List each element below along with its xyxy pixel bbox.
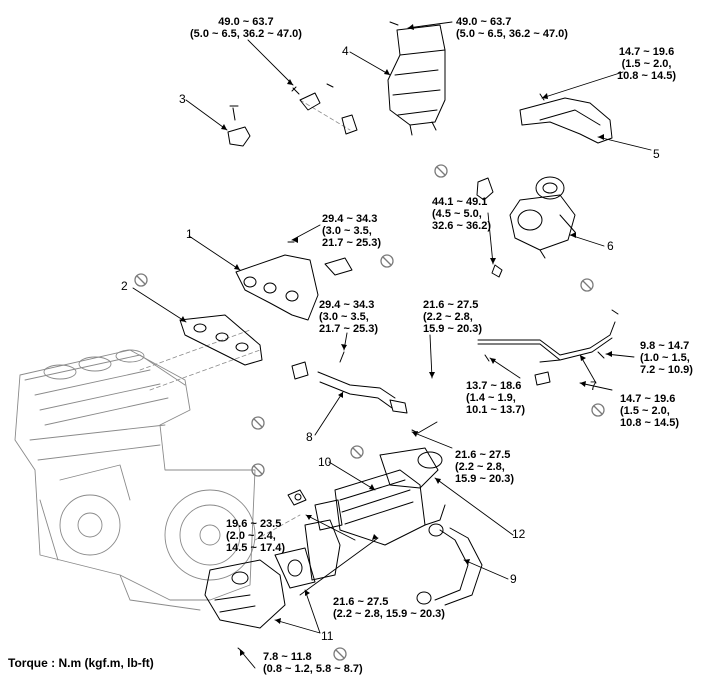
no-reuse-icon [434, 164, 448, 178]
torque-units-note: Torque : N.m (kgf.m, lb-ft) [8, 656, 154, 670]
part-7-oil-pipe [477, 309, 619, 386]
part-3-bracket [227, 105, 251, 147]
part-4-catalytic-converter [387, 21, 446, 136]
no-reuse-icon [591, 403, 605, 417]
callout-4: 4 [342, 44, 349, 58]
callout-5: 5 [653, 147, 660, 161]
callout-7: 7 [590, 379, 597, 393]
cat-brackets [291, 83, 358, 135]
torque-spec-valve-bottom: 7.8 ~ 11.8 (0.8 ~ 1.2, 5.8 ~ 8.7) [263, 651, 363, 675]
torque-spec-cooler-bottom: 21.6 ~ 27.5 (2.2 ~ 2.8, 15.9 ~ 20.3) [333, 596, 445, 620]
callout-6: 6 [607, 239, 614, 253]
part-1-manifold-cover [235, 241, 353, 321]
no-reuse-icon [251, 463, 265, 477]
callout-10: 10 [318, 455, 332, 469]
torque-spec-oil-pipe-lower: 14.7 ~ 19.6 (1.5 ~ 2.0, 10.8 ~ 14.5) [620, 393, 680, 429]
torque-spec-cat-left: 49.0 ~ 63.7 (5.0 ~ 6.5, 36.2 ~ 47.0) [190, 16, 302, 40]
no-reuse-icon [580, 278, 594, 292]
callout-2: 2 [121, 279, 128, 293]
part-12-actuator [379, 429, 443, 489]
part-5-heat-shield [519, 93, 613, 144]
torque-spec-oil-pipe-right: 9.8 ~ 14.7 (1.0 ~ 1.5, 7.2 ~ 10.9) [640, 340, 693, 376]
torque-spec-cat-right: 49.0 ~ 63.7 (5.0 ~ 6.5, 36.2 ~ 47.0) [456, 16, 568, 40]
part-8-egr-pipe [291, 351, 408, 414]
torque-spec-egr-pipe-bolt: 29.4 ~ 34.3 (3.0 ~ 3.5, 21.7 ~ 25.3) [319, 299, 379, 335]
no-reuse-symbols [134, 164, 605, 661]
torque-spec-turbo: 44.1 ~ 49.1 (4.5 ~ 5.0, 32.6 ~ 36.2) [432, 196, 492, 232]
part-9-hose [416, 523, 483, 606]
engine-block [14, 349, 256, 611]
torque-spec-cooler-top: 21.6 ~ 27.5 (2.2 ~ 2.8, 15.9 ~ 20.3) [455, 449, 515, 485]
no-reuse-icon [251, 416, 265, 430]
guide-lines [139, 99, 351, 541]
torque-spec-oil-pipe-left: 13.7 ~ 18.6 (1.4 ~ 1.9, 10.1 ~ 13.7) [466, 380, 526, 416]
torque-spec-egr-valve: 19.6 ~ 23.5 (2.0 ~ 2.4, 14.5 ~ 17.4) [226, 518, 286, 554]
leader-lines [132, 21, 652, 669]
no-reuse-icon [380, 254, 394, 268]
torque-spec-pipe-flange: 21.6 ~ 27.5 (2.2 ~ 2.8, 15.9 ~ 20.3) [423, 299, 483, 335]
callout-9: 9 [510, 572, 517, 586]
no-reuse-icon [333, 647, 347, 661]
no-reuse-icon [350, 445, 364, 459]
part-6-turbocharger [476, 176, 576, 278]
callout-3: 3 [179, 92, 186, 106]
callout-8: 8 [306, 430, 313, 444]
callout-11: 11 [321, 629, 334, 643]
part-2-gasket [179, 314, 263, 366]
callout-12: 12 [512, 527, 526, 541]
torque-spec-manifold: 29.4 ~ 34.3 (3.0 ~ 3.5, 21.7 ~ 25.3) [322, 213, 382, 249]
arrowheads [180, 24, 612, 656]
torque-spec-heat-shield: 14.7 ~ 19.6 (1.5 ~ 2.0, 10.8 ~ 14.5) [617, 46, 677, 82]
part-10-egr-cooler [314, 469, 446, 546]
callout-1: 1 [186, 227, 193, 241]
part-11-egr-valve [204, 489, 341, 653]
no-reuse-icon [134, 273, 148, 287]
